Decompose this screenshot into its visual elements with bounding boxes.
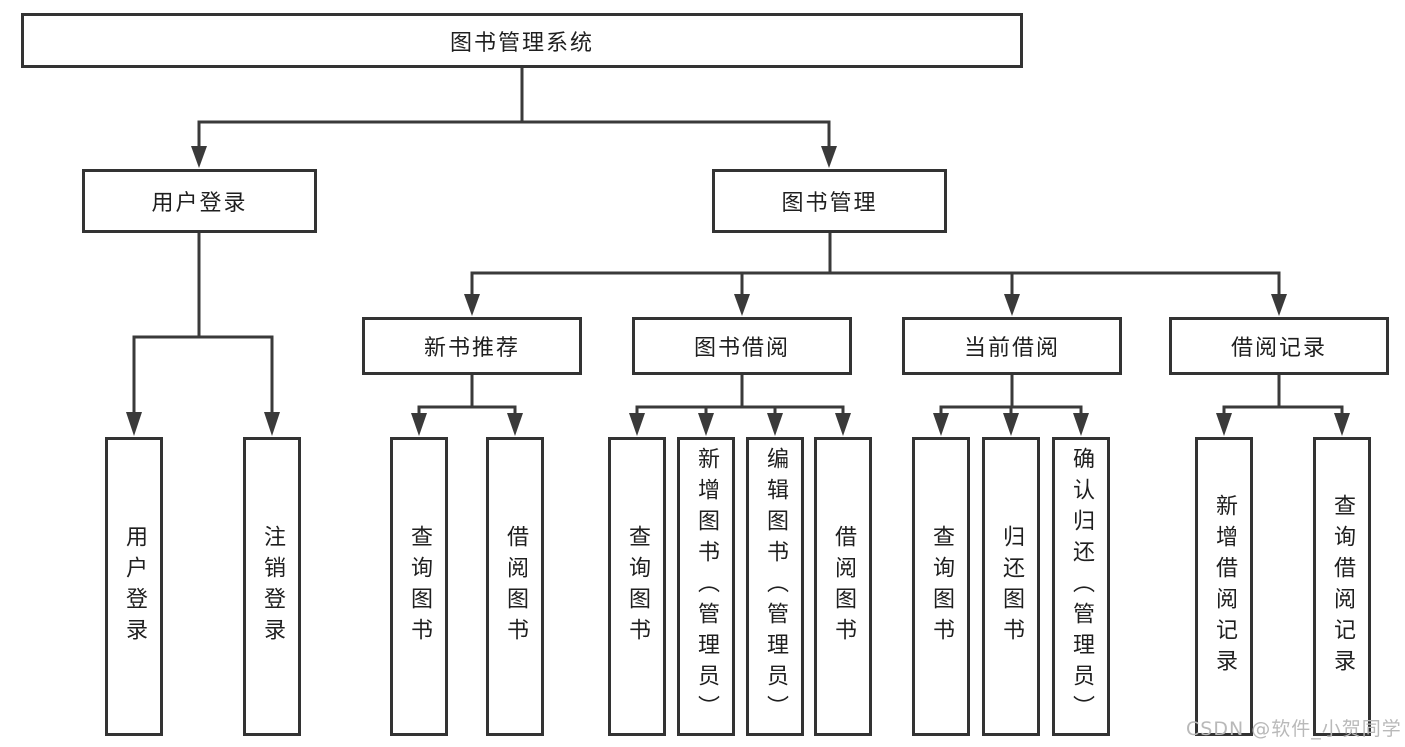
arrowhead: [835, 413, 851, 436]
node-root: 图书管理系统: [21, 13, 1023, 68]
arrowhead: [1073, 413, 1089, 436]
connector-userlogin-rail: [132, 335, 274, 414]
leaf-edit-book-admin: 编辑图书（管理员）: [746, 437, 804, 736]
arrowhead: [1216, 413, 1232, 436]
arrowhead: [767, 413, 783, 436]
leaf-confirm-return-admin: 确认归还（管理员）: [1052, 437, 1110, 736]
leaf-user-login: 用户登录: [105, 437, 163, 736]
leaf-query-borrow-record: 查询借阅记录: [1313, 437, 1371, 736]
node-current-borrow: 当前借阅: [902, 317, 1122, 375]
connector-sec2-rail: [635, 405, 845, 415]
node-borrow-records: 借阅记录: [1169, 317, 1389, 375]
arrowhead: [1271, 294, 1287, 316]
arrowhead: [821, 146, 837, 168]
leaf-label: 用户登录: [122, 524, 147, 649]
leaf-label: 查询图书: [407, 524, 432, 649]
leaf-label: 编辑图书（管理员）: [763, 447, 788, 726]
arrowhead: [464, 294, 480, 316]
connector-sections-rail: [470, 271, 1281, 296]
leaf-label: 查询图书: [625, 524, 650, 649]
leaf-borrow-books: 借阅图书: [814, 437, 872, 736]
leaf-label: 确认归还（管理员）: [1069, 447, 1094, 726]
leaf-label: 归还图书: [999, 524, 1024, 649]
arrowhead: [698, 413, 714, 436]
leaf-label: 借阅图书: [831, 524, 856, 649]
leaf-label: 查询图书: [929, 524, 954, 649]
leaf-query-books-recommend: 查询图书: [390, 437, 448, 736]
arrowhead: [1334, 413, 1350, 436]
watermark-text: CSDN @软件_小贺同学: [1186, 718, 1402, 740]
arrowhead: [734, 294, 750, 316]
arrowhead: [191, 146, 207, 168]
arrowhead: [1003, 413, 1019, 436]
leaf-add-book-admin: 新增图书（管理员）: [677, 437, 735, 736]
arrowhead: [411, 413, 427, 436]
arrowhead: [933, 413, 949, 436]
leaf-label: 新增借阅记录: [1212, 493, 1237, 680]
leaf-label: 注销登录: [260, 524, 285, 649]
leaf-label: 查询借阅记录: [1330, 493, 1355, 680]
connector-sec4-rail: [1222, 405, 1344, 415]
node-book-management: 图书管理: [712, 169, 947, 233]
leaf-return-books: 归还图书: [982, 437, 1040, 736]
leaf-logout: 注销登录: [243, 437, 301, 736]
arrowheads: [126, 146, 1350, 436]
arrowhead: [264, 412, 280, 436]
leaf-query-books-current: 查询图书: [912, 437, 970, 736]
connector-level2-rail: [197, 120, 831, 148]
arrowhead: [629, 413, 645, 436]
node-user-login: 用户登录: [82, 169, 317, 233]
node-new-book-recommend: 新书推荐: [362, 317, 582, 375]
arrowhead: [1004, 294, 1020, 316]
arrowhead: [507, 413, 523, 436]
leaf-add-borrow-record: 新增借阅记录: [1195, 437, 1253, 736]
node-book-borrow: 图书借阅: [632, 317, 852, 375]
leaf-query-books-borrow: 查询图书: [608, 437, 666, 736]
connector-sec1-rail: [417, 405, 517, 415]
leaf-label: 借阅图书: [503, 524, 528, 649]
leaf-borrow-books-recommend: 借阅图书: [486, 437, 544, 736]
leaf-label: 新增图书（管理员）: [694, 447, 719, 726]
arrowhead: [126, 412, 142, 436]
